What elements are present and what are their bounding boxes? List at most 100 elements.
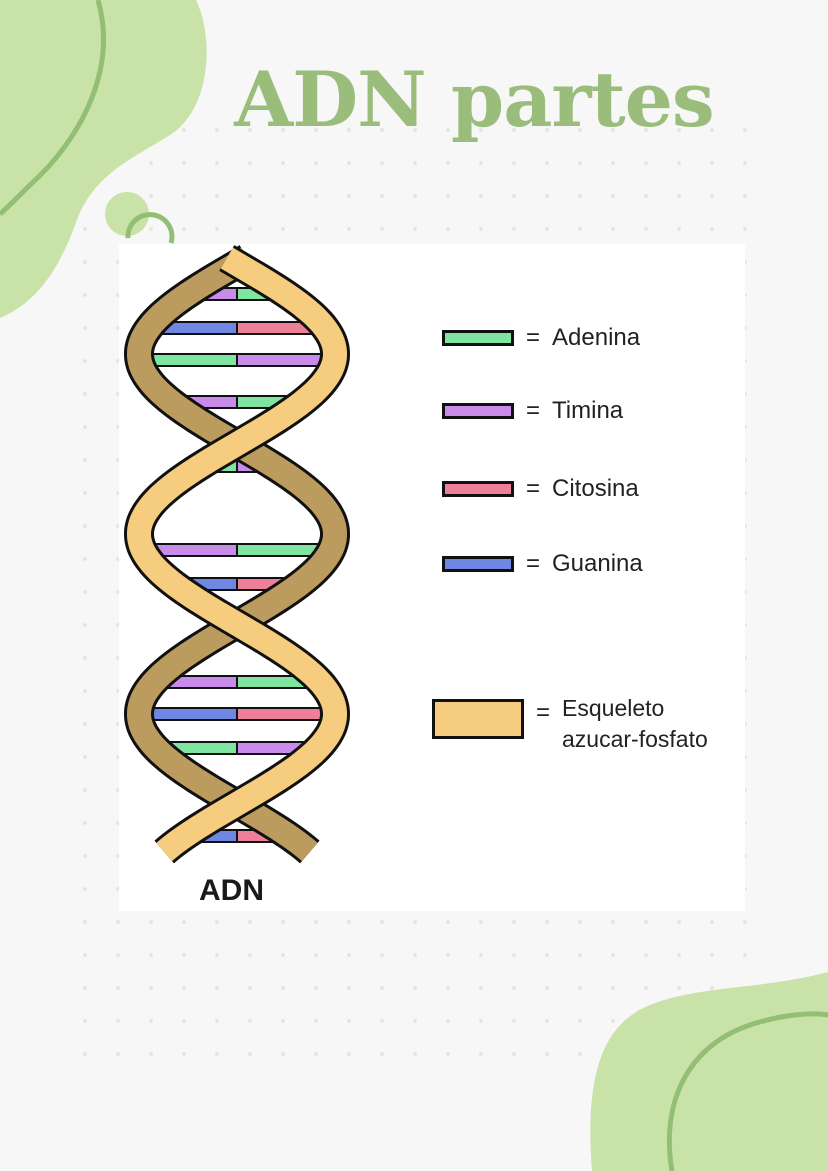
grid-dot [248,920,252,924]
base-segment [144,353,238,367]
grid-dot [545,161,549,165]
grid-dot [83,524,87,528]
legend-label-citosina: Citosina [552,475,639,502]
grid-dot [83,920,87,924]
grid-dot [578,1052,582,1056]
grid-dot [479,953,483,957]
strand-fill [126,247,348,862]
legend-item-citosina: = Citosina [442,474,639,504]
grid-dot [677,227,681,231]
legend-label-adenina: Adenina [552,324,641,351]
grid-dot [281,128,285,132]
grid-dot [446,194,450,198]
grid-dot [347,953,351,957]
grid-dot [545,953,549,957]
grid-dot [149,920,153,924]
grid-dot [83,227,87,231]
grid-dot [380,920,384,924]
grid-dot [281,227,285,231]
timina-swatch [442,403,514,419]
grid-dot [83,491,87,495]
grid-dot [710,227,714,231]
grid-dot [281,1019,285,1023]
base-segment [236,353,330,367]
bottom-right-blob [590,972,828,1171]
base-segment [236,707,330,721]
grid-dot [743,227,747,231]
grid-dot [347,920,351,924]
dna-caption: ADN [199,874,264,907]
grid-dot [116,1019,120,1023]
grid-dot [545,920,549,924]
grid-dot [677,194,681,198]
grid-dot [215,1019,219,1023]
grid-dot [545,986,549,990]
grid-dot [149,953,153,957]
equals-sign: = [526,397,541,424]
grid-dot [83,260,87,264]
grid-dot [578,986,582,990]
grid-dot [182,128,186,132]
grid-dot [83,755,87,759]
grid-dot [347,986,351,990]
backbone-label-line2: azucar-fosfato [562,726,708,752]
grid-dot [149,986,153,990]
grid-dot [314,1019,318,1023]
grid-dot [380,128,384,132]
grid-dot [644,953,648,957]
equals-sign: = [526,475,541,502]
grid-dot [512,986,516,990]
grid-dot [512,920,516,924]
grid-dot [215,161,219,165]
backbone-label-line1: Esqueleto [562,695,665,721]
grid-dot [380,986,384,990]
grid-dot [380,227,384,231]
grid-dot [479,1052,483,1056]
legend-label-guanina: Guanina [552,550,643,577]
grid-dot [479,986,483,990]
grid-dot [347,227,351,231]
grid-dot [710,128,714,132]
dna-helix-illustration [123,245,351,864]
legend-item-guanina: = Guanina [442,549,643,579]
grid-dot [182,1052,186,1056]
grid-dot [281,194,285,198]
grid-dot [677,920,681,924]
grid-dot [248,1019,252,1023]
grid-dot [743,920,747,924]
grid-dot [314,161,318,165]
grid-dot [710,920,714,924]
grid-dot [446,1019,450,1023]
grid-dot [182,986,186,990]
grid-dot [215,1052,219,1056]
grid-dot [281,161,285,165]
grid-dot [578,194,582,198]
grid-dot [347,1019,351,1023]
grid-dot [578,1019,582,1023]
grid-dot [677,953,681,957]
grid-dot [281,920,285,924]
grid-dot [446,986,450,990]
grid-dot [83,623,87,627]
grid-dot [83,359,87,363]
grid-dot [83,458,87,462]
backbone-strand-front [123,245,351,864]
grid-dot [83,293,87,297]
grid-dot [479,1019,483,1023]
backbone-label: Esqueleto azucar-fosfato [562,693,708,755]
grid-dot [644,227,648,231]
grid-dot [413,161,417,165]
top-left-blob-line [0,0,106,216]
grid-dot [281,1052,285,1056]
grid-dot [644,161,648,165]
grid-dot [83,953,87,957]
grid-dot [83,326,87,330]
grid-dot [644,986,648,990]
equals-sign: = [526,324,541,351]
grid-dot [83,854,87,858]
base-segment [144,707,238,721]
grid-dot [248,986,252,990]
grid-dot [413,953,417,957]
grid-dot [83,392,87,396]
grid-dot [182,1019,186,1023]
